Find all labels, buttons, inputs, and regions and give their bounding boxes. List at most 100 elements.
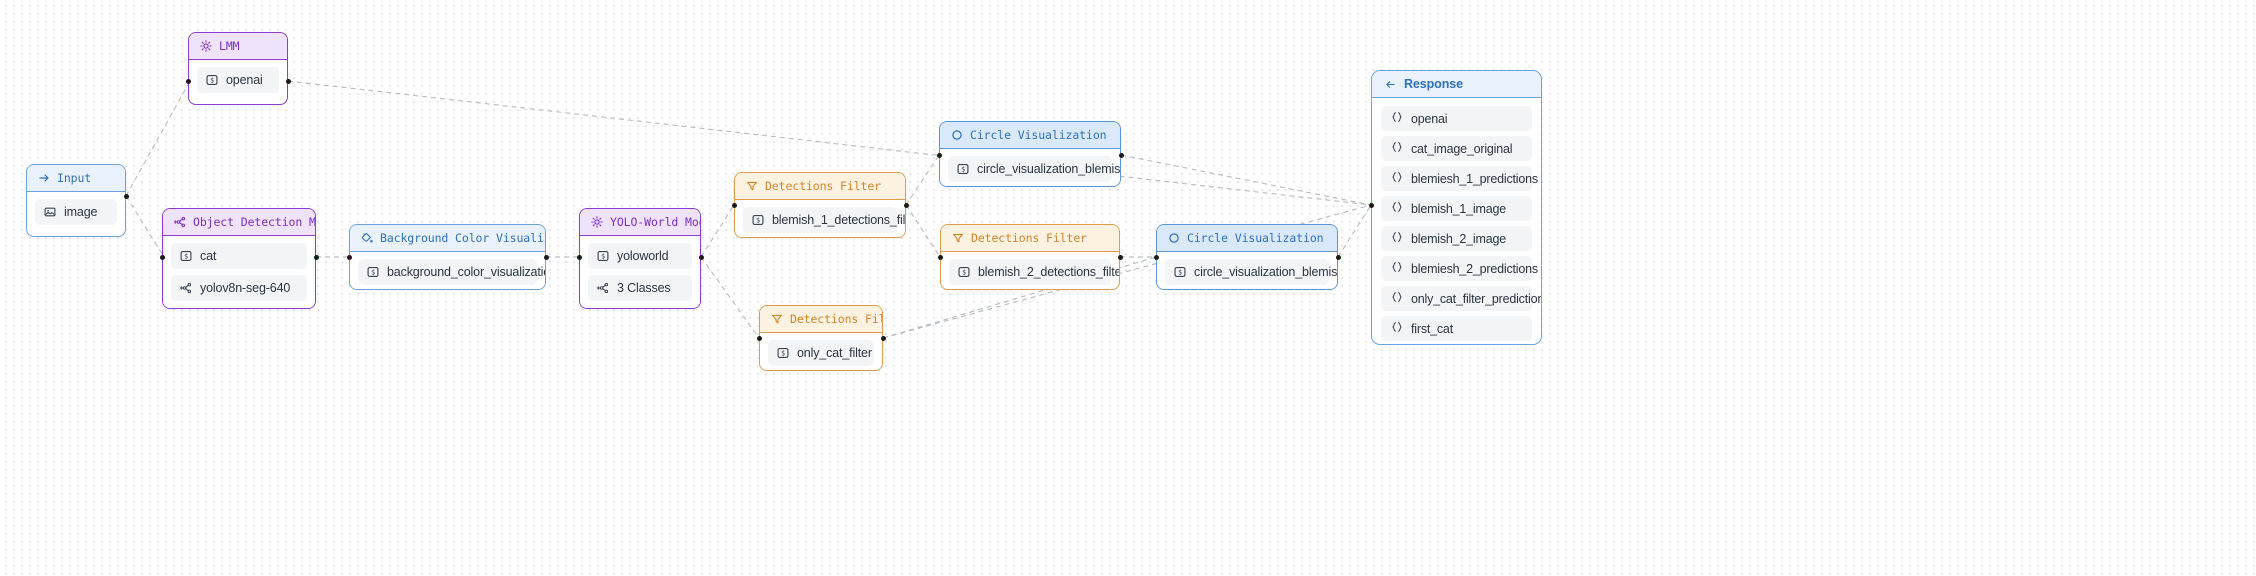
node-row-label: blemish_2_detections_filter	[978, 265, 1120, 279]
port-cv1-out[interactable]	[1118, 152, 1124, 158]
paint-icon	[361, 232, 373, 244]
node-row[interactable]: image	[35, 199, 117, 225]
node-row[interactable]: $ openai	[197, 67, 279, 93]
node-body-detections-filter-blemish-2: $blemish_2_detections_filter	[941, 252, 1119, 289]
port-input-out[interactable]	[123, 193, 129, 199]
node-row[interactable]: $ background_color_visualization	[358, 259, 545, 285]
node-row[interactable]: $cat	[171, 243, 307, 269]
port-lmm-out[interactable]	[285, 78, 291, 84]
response-item[interactable]: cat_image_original	[1381, 136, 1532, 161]
node-title: LMM	[219, 39, 240, 53]
response-item[interactable]: only_cat_filter_predictions	[1381, 286, 1541, 311]
string-icon: $	[367, 266, 379, 278]
node-input[interactable]: Input image	[26, 164, 126, 237]
edge-input-out-to-lmm-in	[125, 80, 191, 197]
string-icon: $	[597, 250, 609, 262]
model-icon	[180, 282, 192, 294]
circle-icon	[951, 129, 963, 141]
response-item-label: cat_image_original	[1411, 141, 1513, 156]
port-response-in[interactable]	[1368, 202, 1374, 208]
response-item-label: blemiesh_2_predictions	[1411, 261, 1538, 276]
filter-icon	[746, 180, 758, 192]
node-row-label: image	[64, 205, 98, 219]
edge-input-out-to-odm-in	[125, 195, 165, 258]
node-detections-filter-only-cat[interactable]: Detections Filter $only_cat_filter	[759, 305, 883, 371]
node-row[interactable]: $blemish_2_detections_filter	[949, 259, 1119, 285]
response-item-label: blemish_1_image	[1411, 201, 1506, 216]
node-row[interactable]: $only_cat_filter	[768, 340, 874, 366]
node-header-detections-filter-only-cat: Detections Filter	[760, 306, 882, 333]
response-item-label: openai	[1411, 111, 1448, 126]
response-item-label: only_cat_filter_predictions	[1411, 291, 1542, 306]
port-yolo-out[interactable]	[698, 254, 704, 260]
node-circle-visualization-blemish-1[interactable]: Circle Visualization$circle_visualizatio…	[939, 121, 1121, 187]
port-odm-in[interactable]	[159, 254, 165, 260]
port-bcv-in[interactable]	[346, 254, 352, 260]
node-title: Detections Filter	[765, 179, 882, 193]
node-header-detections-filter-blemish-1: Detections Filter	[735, 173, 905, 200]
node-row[interactable]: yolov8n-seg-640	[171, 275, 307, 301]
node-body-lmm: $ openai	[189, 60, 287, 101]
braces-icon	[1391, 111, 1403, 126]
svg-text:$: $	[1178, 269, 1182, 277]
node-header-lmm: LMM	[189, 33, 287, 60]
node-title: Background Color Visualization	[380, 231, 545, 245]
response-item[interactable]: first_cat	[1381, 316, 1532, 341]
edge-cv2-out-to-response-in	[1337, 204, 1372, 258]
braces-icon	[1391, 201, 1403, 216]
node-row[interactable]: $yoloworld	[588, 243, 692, 269]
port-yolo-in[interactable]	[576, 254, 582, 260]
port-df1-in[interactable]	[731, 202, 737, 208]
node-row[interactable]: $ circle_visualization_blemish_2	[1165, 259, 1337, 285]
braces-icon	[1391, 291, 1403, 306]
node-circle-visualization-blemish-2[interactable]: Circle Visualization$circle_visualizatio…	[1156, 224, 1338, 290]
port-df2-in[interactable]	[937, 254, 943, 260]
svg-text:$: $	[961, 166, 965, 174]
image-icon	[44, 206, 56, 218]
model-icon	[597, 282, 609, 294]
node-row-label: openai	[226, 73, 263, 87]
node-lmm[interactable]: LMM $ openai	[188, 32, 288, 105]
node-row[interactable]: $blemish_1_detections_filter	[743, 207, 905, 233]
port-lmm-in[interactable]	[185, 78, 191, 84]
node-detections-filter-blemish-2[interactable]: Detections Filter $blemish_2_detections_f…	[940, 224, 1120, 290]
braces-icon	[1391, 171, 1403, 186]
string-icon: $	[957, 163, 969, 175]
node-row[interactable]: 3 Classes	[588, 275, 692, 301]
node-object-detection-model[interactable]: Object Detection Model$catyolov8n-seg-64…	[162, 208, 316, 309]
port-cv2-in[interactable]	[1153, 254, 1159, 260]
response-item-label: blemiesh_1_predictions	[1411, 171, 1538, 186]
svg-text:$: $	[756, 217, 760, 225]
port-df1-out[interactable]	[903, 202, 909, 208]
node-row[interactable]: $ circle_visualization_blemish_1	[948, 156, 1120, 182]
port-dfcat-out[interactable]	[880, 335, 886, 341]
filter-icon	[771, 313, 783, 325]
node-background-color-visualization[interactable]: Background Color Visualization $ backgroun…	[349, 224, 546, 290]
node-title: Detections Filter	[971, 231, 1088, 245]
port-cv1-in[interactable]	[936, 152, 942, 158]
response-item[interactable]: blemiesh_2_predictions	[1381, 256, 1538, 281]
node-detections-filter-blemish-1[interactable]: Detections Filter $blemish_1_detections_f…	[734, 172, 906, 238]
response-item[interactable]: blemiesh_1_predictions	[1381, 166, 1538, 191]
node-row-label: circle_visualization_blemish_1	[977, 162, 1121, 176]
port-odm-out[interactable]	[313, 254, 319, 260]
svg-text:$: $	[210, 77, 214, 85]
port-dfcat-in[interactable]	[756, 335, 762, 341]
port-df2-out[interactable]	[1117, 254, 1123, 260]
gear-icon	[200, 40, 212, 52]
node-body-input: image	[27, 192, 125, 233]
node-row-label: background_color_visualization	[387, 265, 546, 279]
port-cv2-out[interactable]	[1335, 254, 1341, 260]
node-title: Input	[57, 171, 92, 185]
response-item[interactable]: blemish_2_image	[1381, 226, 1532, 251]
string-icon: $	[1174, 266, 1186, 278]
node-body-circle-visualization-blemish-2: $ circle_visualization_blemish_2	[1157, 252, 1337, 289]
port-bcv-out[interactable]	[543, 254, 549, 260]
response-item[interactable]: openai	[1381, 106, 1532, 131]
node-row-label: circle_visualization_blemish_2	[1194, 265, 1338, 279]
response-item[interactable]: blemish_1_image	[1381, 196, 1532, 221]
edge-yolo-out-to-df1-in	[700, 204, 735, 258]
